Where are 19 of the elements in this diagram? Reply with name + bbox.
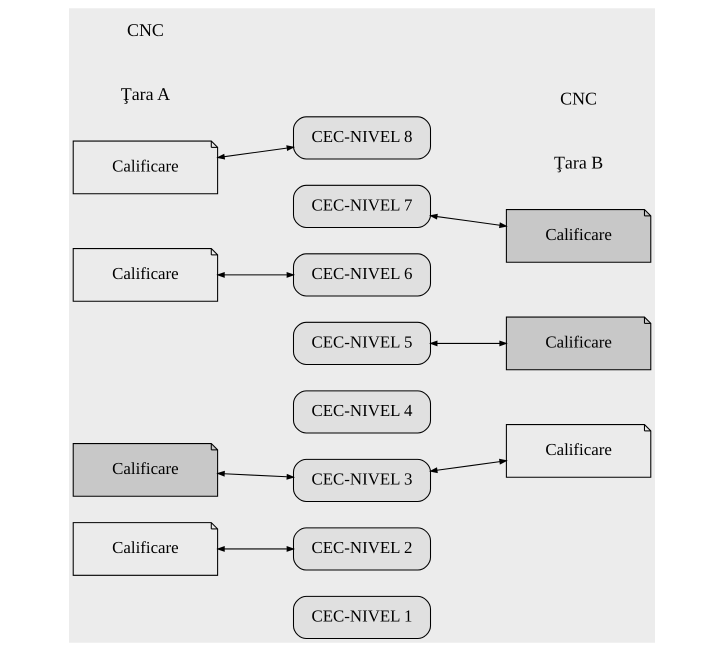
node-box: CEC-NIVEL 1 xyxy=(292,596,432,640)
node-box: CEC-NIVEL 6 xyxy=(292,253,432,297)
arrow xyxy=(216,470,296,480)
node-box: CEC-NIVEL 5 xyxy=(292,322,432,366)
label: CNC xyxy=(560,88,597,108)
arrow xyxy=(216,272,296,278)
arrow xyxy=(216,145,296,160)
arrow xyxy=(429,214,508,228)
arrow xyxy=(429,340,508,346)
node-box: CEC-NIVEL 7 xyxy=(292,184,432,228)
node-box: CEC-NIVEL 4 xyxy=(292,390,432,434)
node-box: CEC-NIVEL 3 xyxy=(292,458,432,502)
label: Ţara A xyxy=(120,84,170,104)
arrow xyxy=(429,458,508,474)
label: Ţara B xyxy=(554,152,604,173)
node-box: CEC-NIVEL 8 xyxy=(292,116,432,160)
node-box: CEC-NIVEL 2 xyxy=(292,527,432,571)
label: CNC xyxy=(127,20,164,40)
arrow xyxy=(216,546,296,552)
